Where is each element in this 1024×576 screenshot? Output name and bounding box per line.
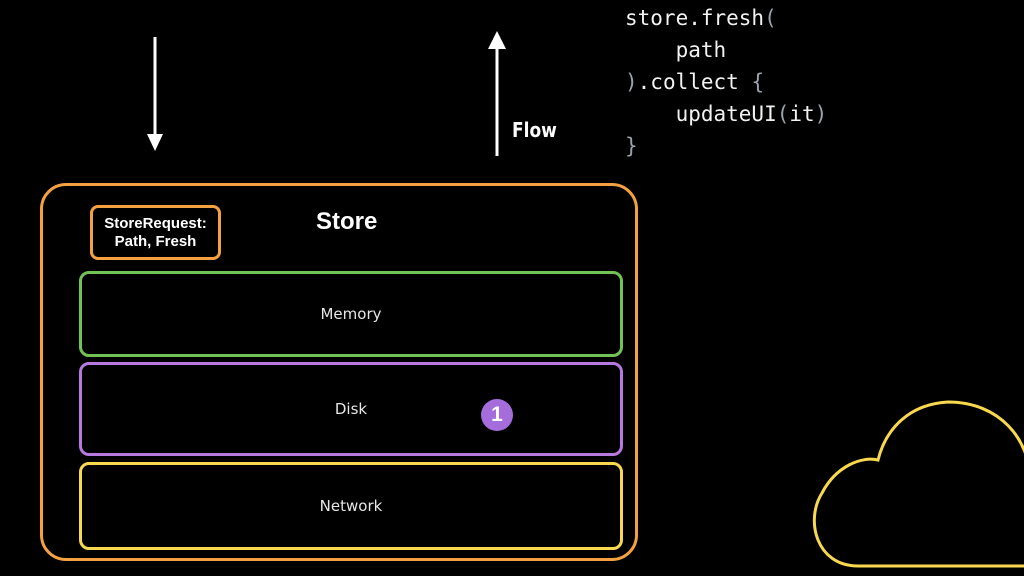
network-label: Network xyxy=(319,497,383,515)
code-line: .collect xyxy=(637,70,752,94)
flow-label: Flow xyxy=(512,118,557,142)
network-layer: Network xyxy=(79,462,623,550)
store-request-title: StoreRequest: xyxy=(104,214,207,232)
step-badge: 1 xyxy=(481,399,513,431)
code-line: path xyxy=(625,38,727,62)
up-arrow-icon xyxy=(488,31,506,156)
code-snippet: store.fresh( path ).collect { updateUI(i… xyxy=(625,6,828,158)
store-request-params: Path, Fresh xyxy=(114,232,197,250)
disk-layer: Disk xyxy=(79,362,623,456)
store-title: Store xyxy=(316,208,378,235)
down-arrow-icon xyxy=(147,37,163,151)
disk-label: Disk xyxy=(334,400,368,418)
code-line: updateUI xyxy=(625,102,777,126)
store-container xyxy=(40,183,638,561)
code-line: store.fresh xyxy=(625,6,765,30)
code-line: } xyxy=(625,134,638,158)
store-request-box: StoreRequest: Path, Fresh xyxy=(90,205,221,260)
cloud-icon xyxy=(812,400,1024,568)
memory-layer: Memory xyxy=(79,271,623,357)
memory-label: Memory xyxy=(320,305,382,323)
